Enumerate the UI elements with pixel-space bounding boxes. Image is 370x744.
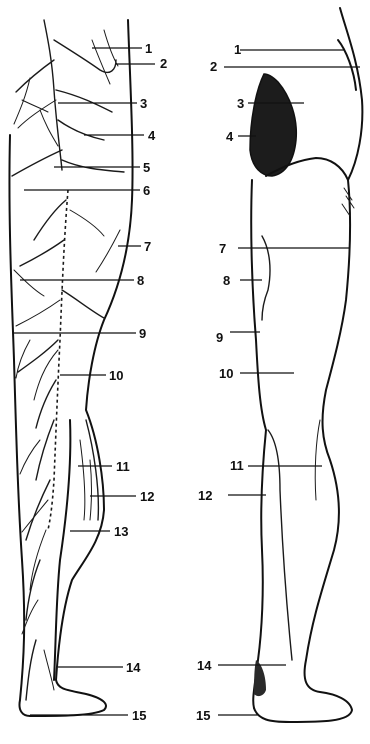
posterior-label-10: 10 xyxy=(219,366,233,381)
posterior-calf-line xyxy=(315,420,320,500)
anterior-vein-network xyxy=(12,20,124,700)
anterior-label-7: 7 xyxy=(144,239,151,254)
anterior-label-13: 13 xyxy=(114,524,128,539)
anterior-label-2: 2 xyxy=(160,56,167,71)
posterior-label-2: 2 xyxy=(210,59,217,74)
anterior-labels: 1 2 3 4 5 6 7 8 9 10 11 12 13 14 15 xyxy=(109,41,167,723)
posterior-label-14: 14 xyxy=(197,658,212,673)
posterior-lateral-hatch xyxy=(342,188,354,216)
anterior-label-3: 3 xyxy=(140,96,147,111)
anterior-label-9: 9 xyxy=(139,326,146,341)
posterior-label-7: 7 xyxy=(219,241,226,256)
posterior-label-1: 1 xyxy=(234,42,241,57)
anterior-label-5: 5 xyxy=(143,160,150,175)
posterior-label-12: 12 xyxy=(198,488,212,503)
posterior-lateral-upper xyxy=(340,8,362,180)
anterior-shin-line xyxy=(54,420,70,680)
posterior-label-11: 11 xyxy=(230,458,244,473)
anterior-label-14: 14 xyxy=(126,660,141,675)
anterior-leg-outline-lateral xyxy=(9,135,30,716)
posterior-label-3: 3 xyxy=(237,96,244,111)
posterior-label-9: 9 xyxy=(216,330,223,345)
anterior-label-4: 4 xyxy=(148,128,156,143)
posterior-label-15: 15 xyxy=(196,708,210,723)
anterior-leader-lines xyxy=(14,48,155,715)
posterior-back-curve xyxy=(338,40,356,90)
anterior-label-10: 10 xyxy=(109,368,123,383)
anterior-label-11: 11 xyxy=(116,459,130,474)
posterior-medial-thigh xyxy=(251,180,266,708)
posterior-leg-figure xyxy=(250,8,362,722)
anterior-label-6: 6 xyxy=(143,183,150,198)
posterior-lateral-thigh xyxy=(254,180,352,722)
posterior-label-8: 8 xyxy=(223,273,230,288)
buttock-shaded-region xyxy=(250,74,296,176)
posterior-labels: 1 2 3 4 7 8 9 10 11 12 14 15 xyxy=(196,42,244,723)
anterior-label-12: 12 xyxy=(140,489,154,504)
anterior-label-15: 15 xyxy=(132,708,146,723)
posterior-label-4: 4 xyxy=(226,129,234,144)
anterior-label-1: 1 xyxy=(145,41,152,56)
anterior-label-8: 8 xyxy=(137,273,144,288)
posterior-knee-line xyxy=(268,430,292,660)
anterior-calf-line xyxy=(86,420,98,520)
